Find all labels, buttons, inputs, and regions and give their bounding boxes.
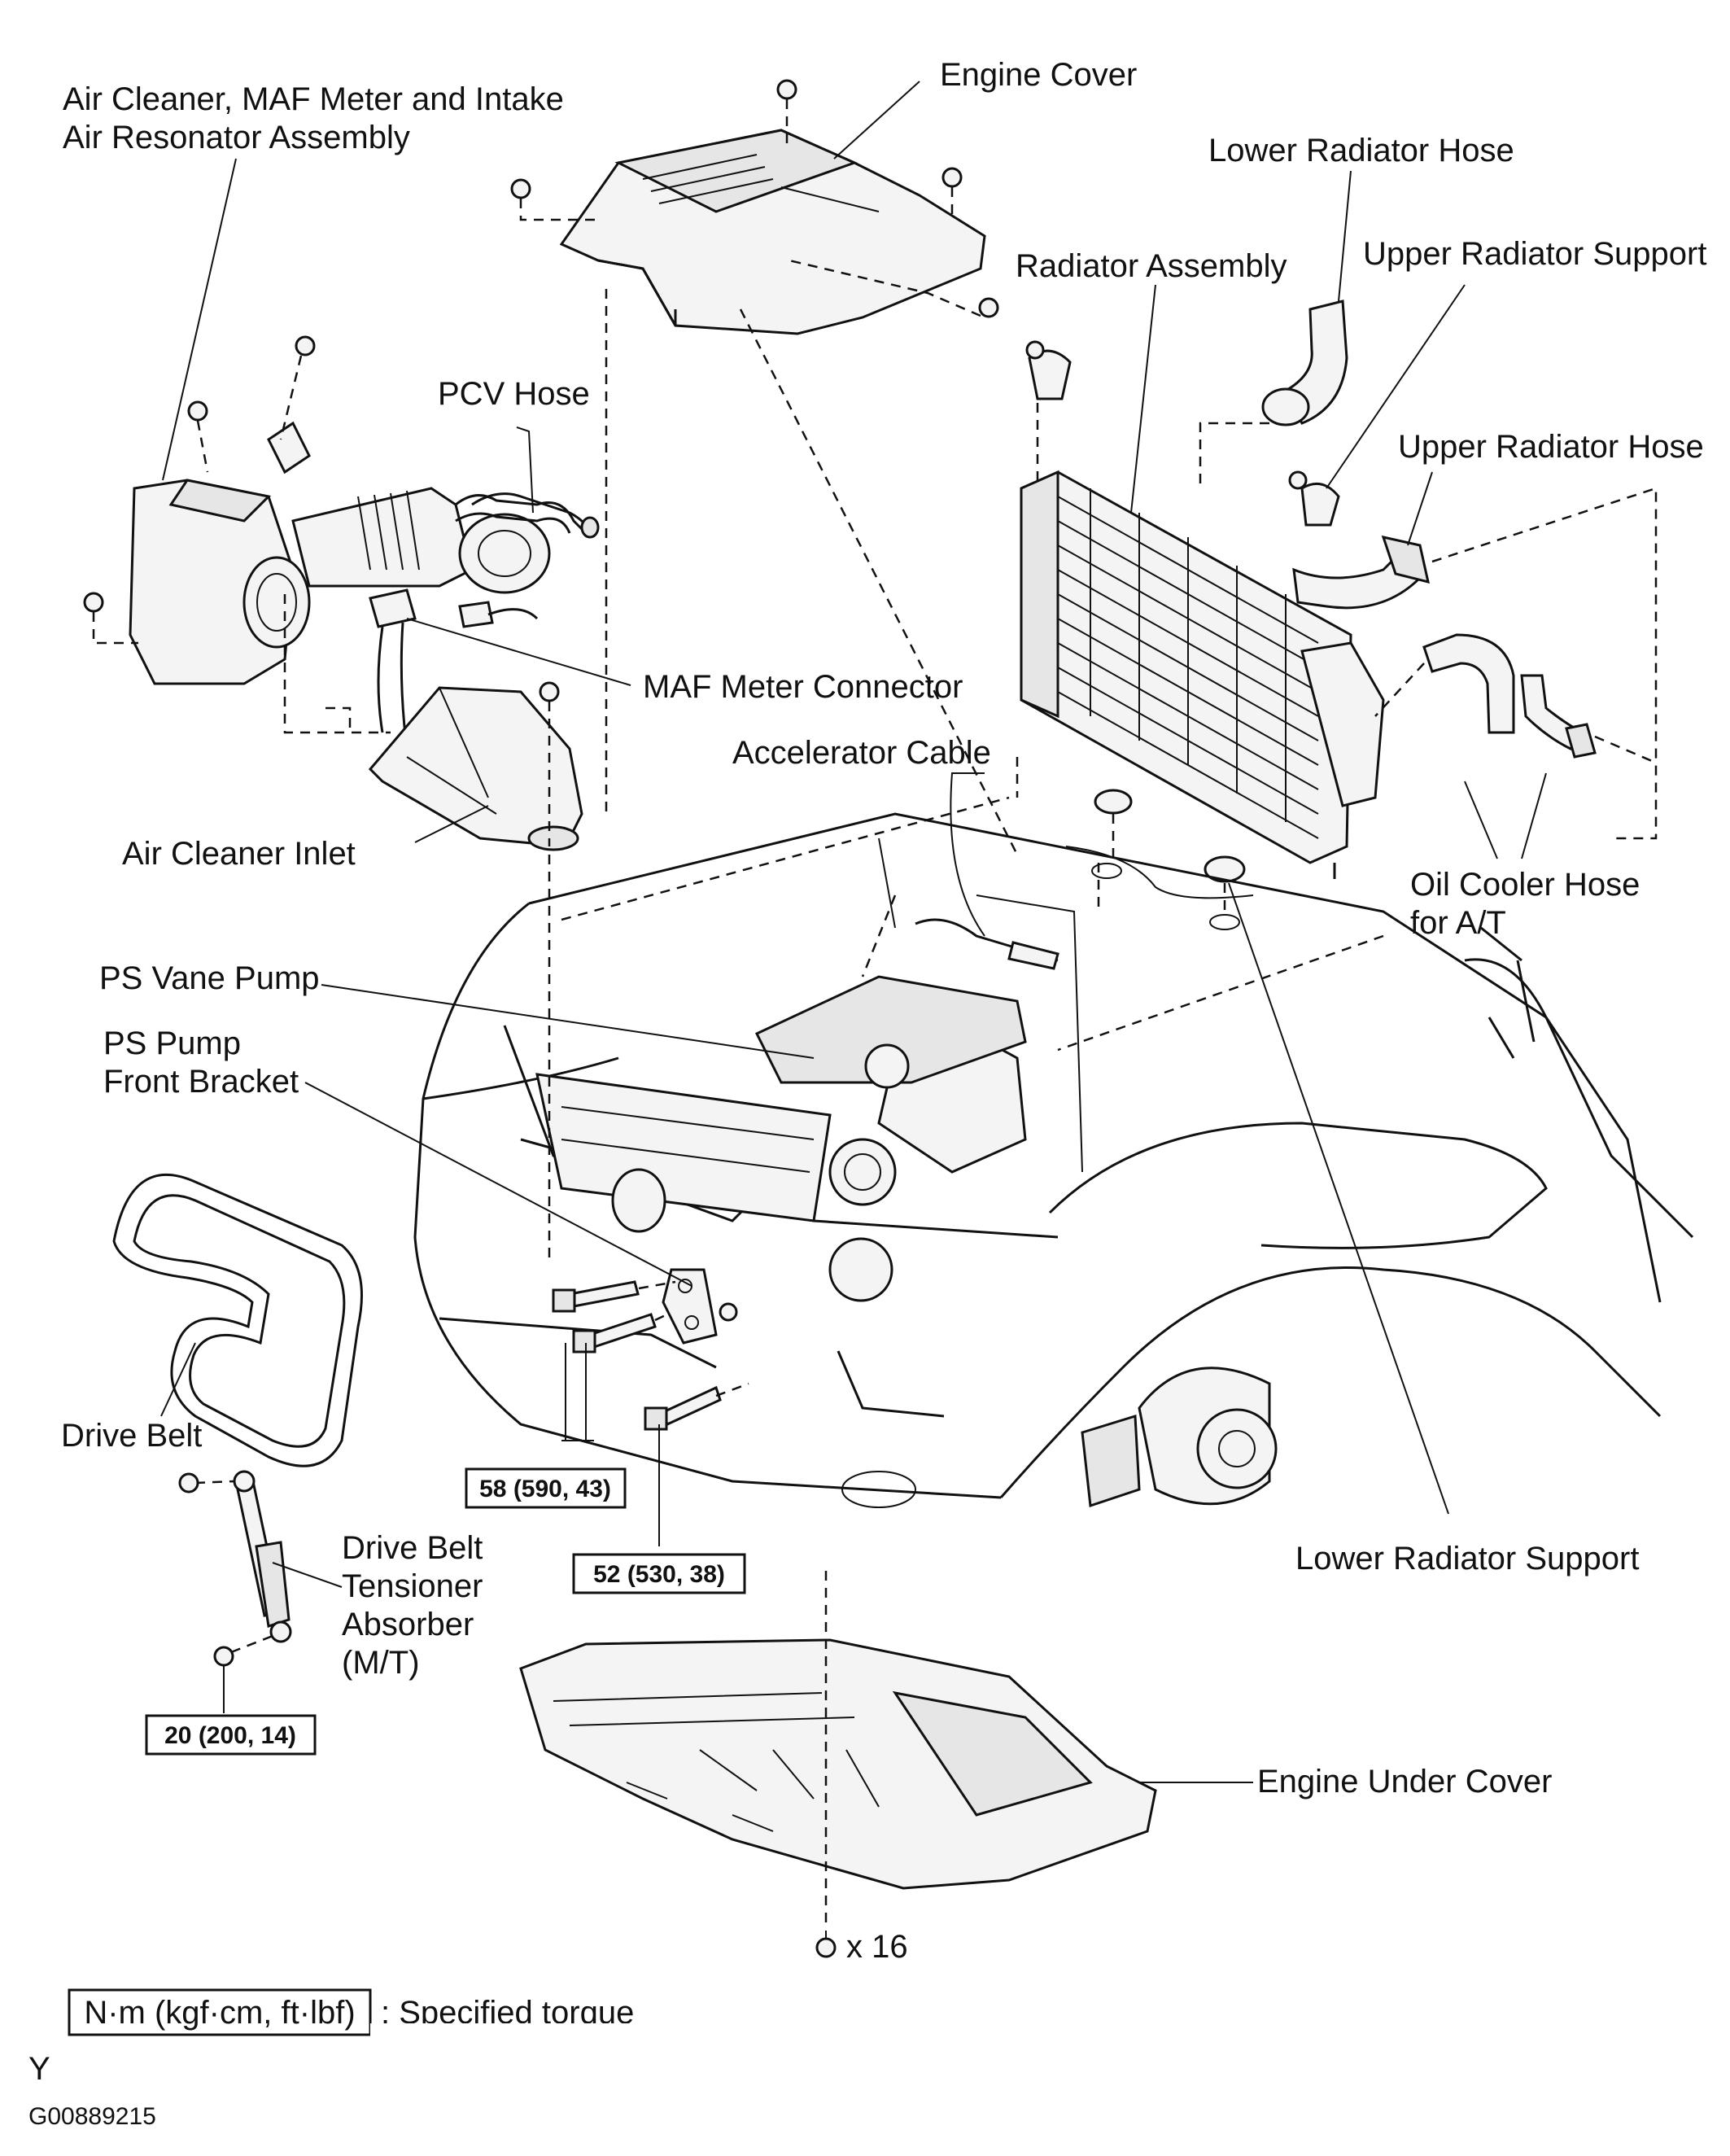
- torque-legend: N·m (kgf·cm, ft·lbf) : Specified torque: [68, 1988, 696, 2048]
- engine-cover-bolts: [510, 79, 999, 318]
- engine-under-cover-drawing: [519, 1638, 1157, 1890]
- footer-letter: Y: [28, 2051, 50, 2087]
- label-bolt-count: x 16: [846, 1929, 908, 1965]
- radiator-drawing: [1020, 470, 1385, 879]
- bracket-bolts-drawing: [552, 1280, 749, 1431]
- legend-box: [68, 1988, 372, 2036]
- label-tensioner-line4: (M/T): [342, 1645, 420, 1681]
- label-tensioner-line3: Absorber: [342, 1607, 474, 1642]
- under-cover-bolt-marker: [815, 1931, 837, 1958]
- label-maf-meter-connector: MAF Meter Connector: [643, 669, 963, 705]
- label-ps-pump-line2: Front Bracket: [103, 1064, 299, 1100]
- label-tensioner-line1: Drive Belt: [342, 1530, 483, 1566]
- torque-20: 20 (200, 14): [164, 1722, 296, 1749]
- label-accelerator-cable: Accelerator Cable: [732, 735, 991, 771]
- part-labels: Engine Cover Air Cleaner, MAF Meter and …: [61, 57, 1706, 1965]
- label-engine-cover: Engine Cover: [940, 57, 1137, 93]
- figure-code: G00889215: [28, 2103, 156, 2130]
- air-cleaner-inlet-drawing: [368, 686, 583, 851]
- ps-pump-bracket-drawing: [662, 1268, 738, 1345]
- label-air-cleaner-inlet: Air Cleaner Inlet: [122, 836, 356, 872]
- tensioner-absorber-drawing: [178, 1470, 292, 1667]
- label-radiator-assembly: Radiator Assembly: [1016, 248, 1287, 284]
- label-lower-radiator-hose: Lower Radiator Hose: [1208, 133, 1514, 168]
- label-oil-cooler-hose-line1: Oil Cooler Hose: [1410, 867, 1640, 903]
- torque-box-58: [465, 1467, 627, 1509]
- inlet-bolt: [539, 681, 560, 846]
- label-upper-radiator-support: Upper Radiator Support: [1363, 236, 1706, 272]
- label-lower-radiator-support: Lower Radiator Support: [1295, 1541, 1639, 1577]
- figure-footer: Y G00889215: [28, 2051, 156, 2130]
- air-cleaner-bolts: [83, 335, 391, 734]
- label-pcv-hose: PCV Hose: [438, 376, 590, 412]
- engine-cover-drawing: [559, 129, 986, 335]
- air-cleaner-drawing: [129, 421, 596, 685]
- torque-box-52: [572, 1553, 746, 1594]
- lower-radiator-hose-drawing: [1199, 300, 1348, 488]
- radiator-supports-drawing: [1025, 340, 1340, 930]
- accelerator-cable-drawing: [915, 918, 1059, 970]
- legend-unit: N·m (kgf·cm, ft·lbf): [84, 1995, 355, 2031]
- upper-radiator-hose-drawing: [1292, 487, 1658, 840]
- pcv-hose-drawing: [455, 494, 600, 539]
- drive-belt-drawing: [112, 1173, 363, 1467]
- car-body-drawing: [413, 812, 1694, 1508]
- label-air-cleaner-line1: Air Cleaner, MAF Meter and Intake: [63, 81, 564, 117]
- label-drive-belt: Drive Belt: [61, 1418, 202, 1454]
- maf-connector-drawing: [369, 588, 539, 750]
- torque-52: 52 (530, 38): [593, 1561, 725, 1588]
- label-air-cleaner-line2: Air Resonator Assembly: [63, 120, 410, 155]
- label-upper-radiator-hose: Upper Radiator Hose: [1398, 429, 1704, 465]
- label-engine-under-cover: Engine Under Cover: [1257, 1764, 1552, 1800]
- label-ps-vane-pump: PS Vane Pump: [99, 960, 320, 996]
- alignment-dashes: [548, 289, 1384, 1929]
- leader-lines: [160, 81, 1547, 1783]
- torque-specs: 58 (590, 43) 52 (530, 38) 20 (200, 14): [145, 1467, 746, 1756]
- oil-cooler-hoses-drawing: [1374, 633, 1653, 763]
- label-tensioner-line2: Tensioner: [342, 1568, 483, 1604]
- label-oil-cooler-hose-line2: for A/T: [1410, 905, 1506, 941]
- torque-box-20: [145, 1714, 317, 1756]
- torque-58: 58 (590, 43): [479, 1476, 611, 1502]
- label-ps-pump-line1: PS Pump: [103, 1026, 241, 1061]
